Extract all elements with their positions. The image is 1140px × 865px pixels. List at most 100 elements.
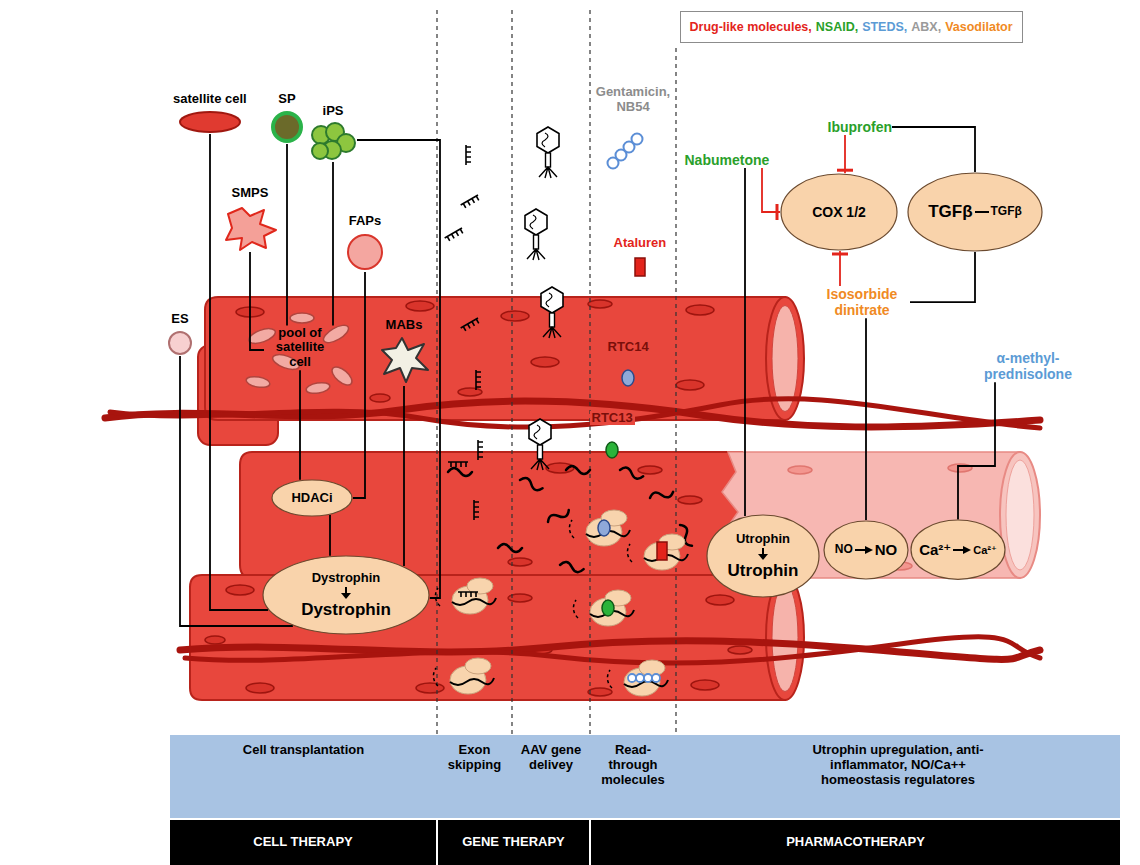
nucleus bbox=[226, 585, 254, 595]
strategy-band: Utrophin upregulation, anti-inflammator,… bbox=[676, 735, 1120, 818]
arrow-head bbox=[963, 546, 971, 554]
cell-shape bbox=[376, 336, 432, 386]
nucleus bbox=[588, 300, 612, 308]
drug-icons bbox=[606, 442, 618, 458]
ellipse-shape bbox=[263, 556, 429, 634]
mrna bbox=[619, 466, 644, 480]
ribosomes bbox=[628, 674, 636, 682]
cell-shape bbox=[167, 330, 193, 356]
cell-shape bbox=[345, 232, 385, 272]
mrna bbox=[498, 544, 522, 552]
ellipse-shape bbox=[707, 515, 819, 597]
connector bbox=[866, 318, 867, 520]
drug-icons bbox=[635, 258, 645, 276]
aav-vectors bbox=[537, 127, 559, 178]
nucleus bbox=[246, 683, 274, 693]
connector bbox=[958, 382, 995, 519]
ellipse-content: HDACi bbox=[291, 491, 332, 506]
satellite-cell-pool bbox=[247, 326, 277, 347]
connector bbox=[300, 370, 301, 480]
connector bbox=[745, 168, 746, 516]
nucleus bbox=[406, 301, 434, 311]
nucleus bbox=[706, 595, 734, 605]
band-label: Cell transplantation bbox=[243, 743, 364, 758]
strategy-band: Read-through molecules bbox=[590, 735, 676, 818]
legend-text: ABX, bbox=[911, 20, 941, 34]
aav-vectors bbox=[541, 287, 563, 338]
right-arrow bbox=[855, 545, 873, 555]
compound-name: RTC13 bbox=[590, 411, 635, 426]
strategy-band: Exon skipping bbox=[437, 735, 512, 818]
nucleus bbox=[588, 688, 612, 696]
muscle-fiber bbox=[1006, 460, 1034, 570]
connector bbox=[210, 134, 268, 610]
band-label: Utrophin upregulation, anti-inflammator,… bbox=[793, 743, 1003, 788]
cell-icon: SMPS bbox=[220, 186, 280, 252]
ips-cell-shape bbox=[312, 143, 328, 159]
arrow-shaft bbox=[855, 549, 866, 551]
therapy-band: CELL THERAPY bbox=[170, 820, 436, 865]
molecule-label: COX 1/2 bbox=[812, 204, 866, 220]
drug-label: α-methyl-prednisolone bbox=[976, 350, 1080, 382]
mrna bbox=[448, 466, 695, 573]
inhibition-bar bbox=[837, 169, 853, 172]
exon-skipping-oligos bbox=[448, 462, 468, 467]
drug-name: Nabumetone bbox=[685, 152, 770, 168]
satellite-cell-shape bbox=[180, 112, 240, 132]
band-label: GENE THERAPY bbox=[462, 835, 565, 850]
legend-text: Vasodilator bbox=[945, 20, 1012, 34]
connector bbox=[892, 127, 975, 172]
nucleus bbox=[686, 305, 714, 315]
cell-icon: SP bbox=[270, 92, 304, 144]
nucleus-pale bbox=[788, 466, 812, 474]
ribosomes bbox=[652, 674, 660, 682]
cell-icon: FAPs bbox=[345, 214, 385, 272]
connector-line bbox=[910, 252, 975, 302]
strategy-band: Cell transplantation bbox=[170, 735, 437, 818]
molecule-label: NO bbox=[875, 541, 898, 558]
cell-label: FAPs bbox=[349, 214, 382, 229]
es-cell-shape bbox=[169, 332, 191, 354]
cell-label: SP bbox=[278, 92, 295, 107]
cell-icon: MABs bbox=[376, 318, 432, 386]
connector-line bbox=[353, 272, 365, 498]
nucleus bbox=[676, 380, 704, 390]
exon-skipping-oligos bbox=[445, 145, 483, 520]
band-label: PHARMACOTHERAPY bbox=[786, 835, 925, 850]
connector bbox=[287, 144, 288, 326]
mrna bbox=[566, 466, 590, 474]
connector-line bbox=[839, 251, 841, 286]
section-divider bbox=[675, 48, 676, 735]
molecule-label: Utrophin bbox=[736, 532, 790, 547]
cell-label: ES bbox=[171, 312, 188, 327]
exon-skipping-oligos bbox=[445, 228, 465, 242]
capillary bbox=[110, 399, 1040, 428]
compound-name: RTC14 bbox=[606, 340, 651, 355]
satellite-cell-pool bbox=[305, 381, 330, 395]
arrow-shaft bbox=[953, 549, 964, 551]
drug-name: Ibuprofen bbox=[828, 119, 893, 135]
smps-cell-shape bbox=[226, 208, 276, 250]
target-ellipse: Ca²⁺Ca²⁺ bbox=[910, 519, 1006, 580]
nucleus bbox=[205, 300, 752, 696]
cell-icon: satellite cell bbox=[173, 92, 247, 134]
drug-label: Nabumetone bbox=[685, 152, 770, 168]
ellipse-shape bbox=[911, 520, 1005, 579]
therapy-band: PHARMACOTHERAPY bbox=[591, 820, 1120, 865]
mabs-cell-shape bbox=[382, 338, 428, 382]
molecule-label: NO bbox=[835, 543, 853, 557]
exon-skipping-oligos bbox=[466, 145, 471, 165]
drug-label: Isosorbide dinitrate bbox=[814, 286, 910, 318]
section-divider bbox=[511, 10, 512, 735]
exon-skipping-oligos bbox=[461, 195, 481, 209]
molecule-label: Dystrophin bbox=[312, 571, 381, 586]
exon-skipping-oligos bbox=[476, 370, 481, 390]
strategy-band: AAV gene delivey bbox=[512, 735, 590, 818]
cell-label: iPS bbox=[323, 104, 344, 119]
muscle-fiber bbox=[772, 306, 798, 412]
nucleus bbox=[370, 394, 390, 402]
exon-skipping-oligos bbox=[461, 318, 481, 332]
connector-line bbox=[958, 382, 995, 519]
ellipse-shape bbox=[781, 174, 897, 250]
